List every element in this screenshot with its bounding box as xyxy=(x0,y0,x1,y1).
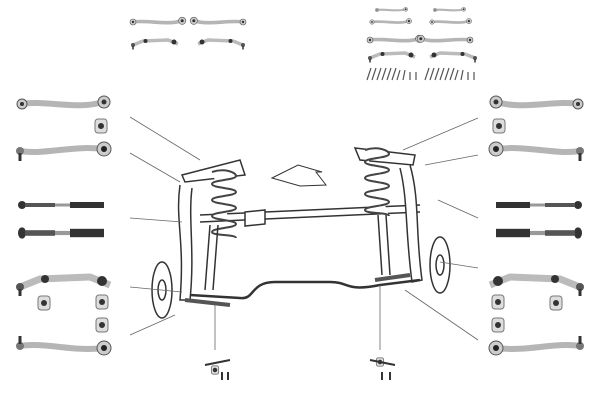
top-left-parts-group xyxy=(128,15,248,52)
callout-lines xyxy=(129,116,479,350)
top-right-parts-group xyxy=(365,6,479,81)
left-parts-column xyxy=(16,96,111,355)
arrow-up-right-outline-icon xyxy=(270,164,327,187)
suspension-assembly xyxy=(151,147,451,380)
right-parts-column xyxy=(489,96,584,355)
